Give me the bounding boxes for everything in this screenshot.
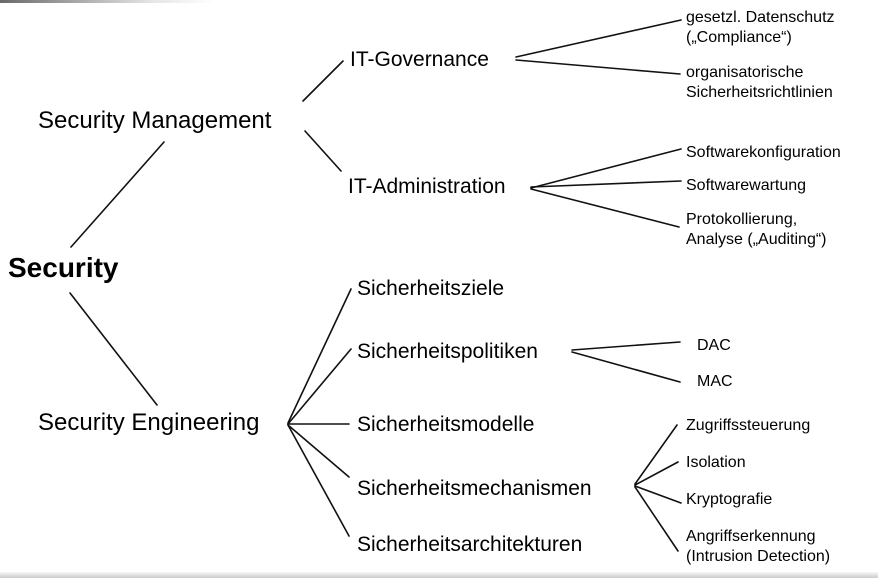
screenshot-top-edge-artifact: [0, 0, 215, 3]
edge-engineering-to-ziele: [287, 288, 352, 424]
edge-engineering-to-architekturen: [287, 424, 350, 537]
node-softwarewartung: Softwarewartung: [686, 177, 807, 194]
node-sicherheitsmodelle: Sicherheitsmodelle: [357, 413, 535, 436]
node-sicherheitsarchitekturen: Sicherheitsarchitekturen: [357, 533, 583, 556]
edge-mechanismen-to-kryptografie: [634, 485, 682, 504]
edge-administration-to-softwarekonfiguration: [530, 148, 682, 189]
node-protokollierung: Protokollierung, Analyse („Auditing“): [686, 211, 827, 248]
edge-administration-to-softwarewartung: [530, 180, 682, 188]
node-security-management: Security Management: [38, 107, 272, 134]
node-security: Security: [8, 252, 119, 283]
edge-engineering-to-mechanismen: [287, 424, 350, 478]
node-it-governance: IT-Governance: [350, 48, 489, 71]
node-angriffserkennung: Angriffserkennung (Intrusion Detection): [686, 528, 831, 565]
node-isolation: Isolation: [686, 454, 746, 471]
edge-engineering-to-politiken: [287, 348, 352, 425]
node-kryptografie: Kryptografie: [686, 491, 773, 508]
node-gesetzl-datenschutz: gesetzl. Datenschutz („Compliance“): [686, 9, 835, 46]
node-sicherheitspolitiken: Sicherheitspolitiken: [357, 340, 538, 363]
edge-management-to-it-governance: [302, 60, 344, 102]
node-organisatorische-richtlinien: organisatorische Sicherheitsrichtlinien: [686, 64, 833, 101]
edge-politiken-to-dac: [571, 341, 681, 351]
edge-mechanismen-to-isolation: [634, 461, 679, 486]
edge-root-to-security-engineering: [69, 292, 158, 406]
edge-root-to-security-management: [70, 141, 165, 248]
node-zugriffssteuerung: Zugriffssteuerung: [686, 417, 811, 434]
node-it-administration: IT-Administration: [348, 175, 506, 198]
node-sicherheitsmechanismen: Sicherheitsmechanismen: [357, 477, 592, 500]
edge-mechanismen-to-zugriffssteuerung: [634, 424, 678, 485]
node-dac: DAC: [697, 337, 731, 354]
edge-governance-to-datenschutz: [515, 19, 682, 58]
edge-mechanismen-to-angriffserkennung: [634, 486, 679, 552]
edge-politiken-to-mac: [571, 351, 681, 383]
edge-management-to-it-administration: [304, 130, 342, 172]
node-security-engineering: Security Engineering: [38, 409, 260, 436]
node-softwarekonfiguration: Softwarekonfiguration: [686, 144, 841, 161]
edge-administration-to-protokollierung: [530, 188, 680, 228]
edge-governance-to-richtlinien: [515, 59, 681, 75]
node-sicherheitsziele: Sicherheitsziele: [357, 277, 505, 300]
node-mac: MAC: [697, 373, 733, 390]
screenshot-bottom-edge-artifact: [0, 572, 878, 578]
